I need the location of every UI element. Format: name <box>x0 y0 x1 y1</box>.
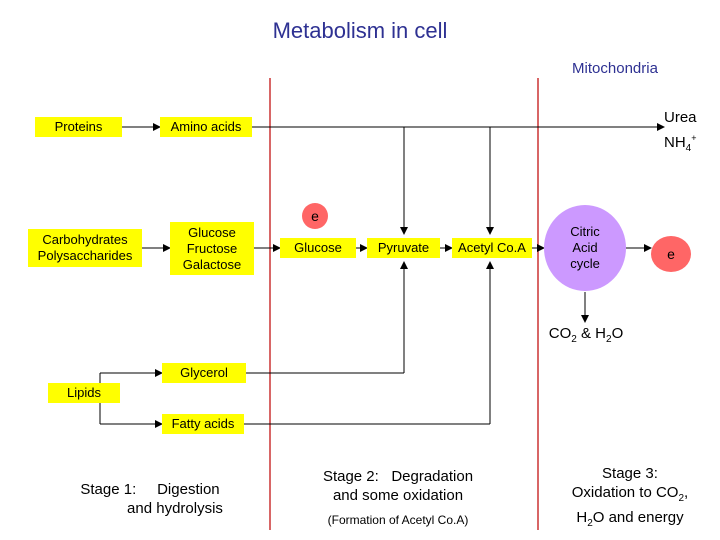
proteins-label: Proteins <box>54 119 103 134</box>
page-title: Metabolism in cell <box>272 18 448 43</box>
acid-label: Acid <box>572 240 598 255</box>
pyruvate-box: Pyruvate <box>367 238 440 258</box>
stage-3-line2: Oxidation to CO2, <box>571 484 689 504</box>
citric-label: Citric <box>570 224 600 239</box>
electron-marker-1: e <box>302 203 328 229</box>
citric-acid-cycle: Citric Acid cycle <box>544 205 626 291</box>
electron-marker-2: e <box>651 236 691 272</box>
stage-3-caption: Stage 3: Oxidation to CO2, H2O and energ… <box>545 464 715 533</box>
lipids-label: Lipids <box>67 385 101 400</box>
sugars-box: Glucose Fructose Galactose <box>170 222 254 275</box>
pyruvate-label: Pyruvate <box>377 240 430 255</box>
lipids-box: Lipids <box>48 383 120 403</box>
stage-3-line3: H2O and energy <box>576 509 684 529</box>
carbohydrates-box: Carbohydrates Polysaccharides <box>28 229 142 267</box>
stage-3-line1: Stage 3: <box>602 465 658 482</box>
stage-1-line1: Stage 1: Digestion <box>80 481 220 498</box>
glucose-box: Glucose <box>280 238 356 258</box>
glycerol-label: Glycerol <box>180 365 228 380</box>
stage-2-line2: and some oxidation <box>332 487 464 504</box>
amino-acids-label: Amino acids <box>170 119 242 134</box>
glycerol-box: Glycerol <box>162 363 246 383</box>
glucose-label: Glucose <box>294 240 342 255</box>
fatty-acids-box: Fatty acids <box>162 414 244 434</box>
fatty-acids-label: Fatty acids <box>171 416 235 431</box>
urea-label: Urea <box>664 109 697 126</box>
co2-h2o-label: CO2 & H2O <box>548 325 624 345</box>
stage-2-line1: Stage 2: Degradation <box>322 468 474 485</box>
stage-2-caption: Stage 2: Degradation and some oxidation … <box>293 467 503 530</box>
proteins-box: Proteins <box>35 117 122 137</box>
galactose-label: Galactose <box>182 257 242 272</box>
ammonium-label: NH4+ <box>664 133 697 154</box>
urea-label-group: Urea NH4+ <box>664 108 714 159</box>
glucose-sugar-label: Glucose <box>188 225 236 240</box>
polysaccharides-label: Polysaccharides <box>37 248 133 263</box>
stage-2-note: (Formation of Acetyl Co.A) <box>327 513 469 527</box>
fructose-label: Fructose <box>186 241 238 256</box>
stage-1-line2: and hydrolysis <box>127 500 223 517</box>
electron-label-1: e <box>311 208 319 224</box>
carbohydrates-label: Carbohydrates <box>42 232 128 247</box>
acetyl-coa-label: Acetyl Co.A <box>458 240 526 255</box>
amino-acids-box: Amino acids <box>160 117 252 137</box>
stage-1-caption: Stage 1: Digestion and hydrolysis <box>55 480 245 518</box>
electron-label-2: e <box>667 246 675 262</box>
cycle-label: cycle <box>570 256 600 271</box>
mitochondria-label: Mitochondria <box>572 60 658 77</box>
acetyl-coa-box: Acetyl Co.A <box>452 238 532 258</box>
